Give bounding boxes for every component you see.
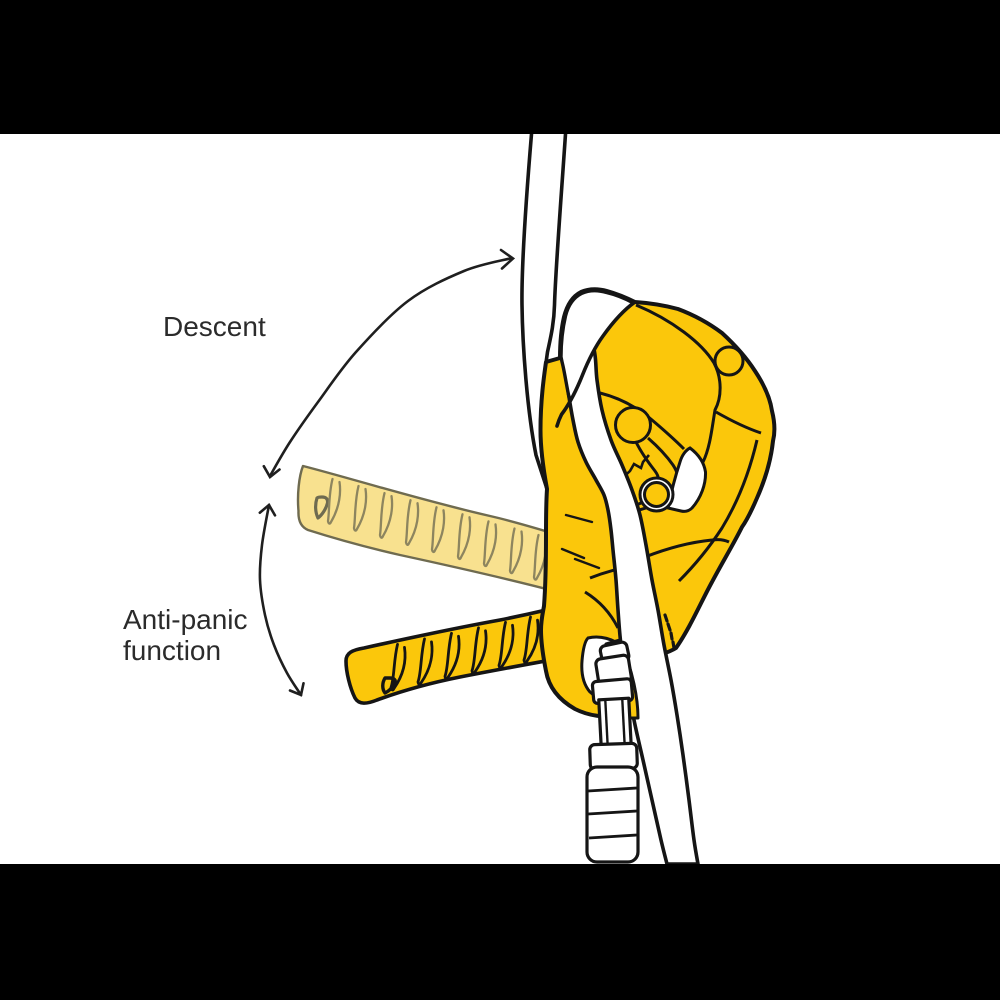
svg-text:Descent: Descent	[163, 311, 266, 342]
svg-text:Anti-panic: Anti-panic	[123, 604, 248, 635]
svg-text:function: function	[123, 635, 221, 666]
